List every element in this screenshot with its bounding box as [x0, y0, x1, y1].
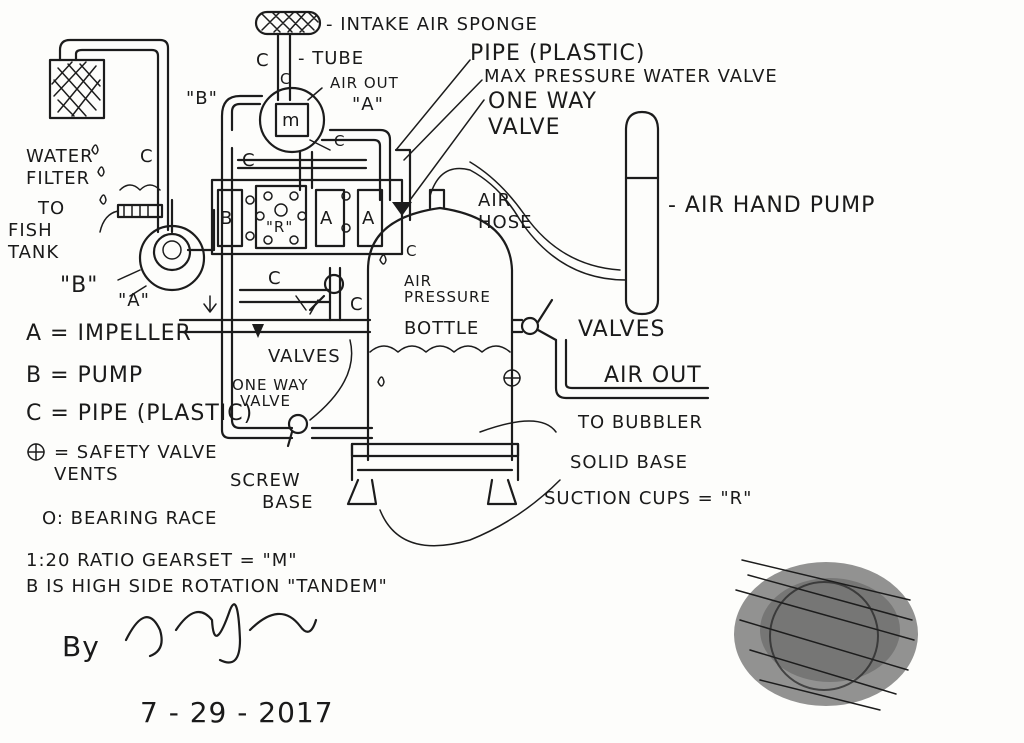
legend-a: A = IMPELLER	[26, 321, 192, 346]
water-filter	[48, 38, 170, 234]
label-solid-base: SOLID BASE	[570, 452, 688, 473]
label-b-top: "B"	[186, 88, 218, 109]
label-to-bubbler: TO BUBBLER	[577, 412, 703, 433]
legend-safety-1: = SAFETY VALVE	[54, 442, 218, 463]
air-pressure-bottle	[346, 188, 521, 506]
label-valves-right: VALVES	[578, 317, 665, 342]
signature-scribble	[124, 603, 318, 664]
legend-safety-2: VENTS	[54, 464, 119, 485]
top-pump-a	[258, 86, 331, 192]
label-c-small: C	[334, 132, 345, 150]
label-air-pressure-2: PRESSURE	[404, 288, 491, 306]
one-way-valve-top	[392, 202, 412, 216]
left-pump-b	[117, 198, 216, 297]
label-m: m	[282, 110, 301, 131]
label-suction-cups: SUCTION CUPS = "R"	[544, 488, 752, 509]
flow-arrows	[203, 295, 561, 547]
label-filter: FILTER	[26, 168, 90, 189]
label-c-air-out: C	[280, 70, 291, 88]
label-max-pressure: MAX PRESSURE WATER VALVE	[484, 66, 778, 87]
label-bottle: BOTTLE	[404, 318, 479, 339]
label-c-tube: C	[256, 50, 270, 71]
air-hand-pump	[429, 110, 660, 316]
label-tank: TANK	[7, 242, 59, 263]
label-b-left: "B"	[60, 273, 98, 298]
label-a-left: "A"	[118, 290, 150, 311]
label-one-way-1: ONE WAY	[488, 89, 597, 114]
label-screw: SCREW	[230, 470, 301, 491]
legend-b: B = PUMP	[26, 363, 143, 388]
legend-bearing: O: BEARING RACE	[42, 508, 217, 529]
label-one-way-valve-2: VALVE	[240, 392, 291, 410]
right-valve	[510, 298, 710, 400]
label-pipe-plastic: PIPE (PLASTIC)	[470, 41, 645, 66]
legend-c: C = PIPE (PLASTIC)	[26, 401, 253, 426]
label-intake-air-sponge: - INTAKE AIR SPONGE	[326, 14, 538, 35]
label-c-bottle: C	[406, 242, 417, 260]
label-valves-mid: VALVES	[268, 346, 341, 367]
stamp-smudge	[734, 559, 918, 711]
label-c-left: C	[140, 146, 154, 167]
label-hose: HOSE	[478, 212, 533, 233]
label-imp-b: B	[220, 208, 233, 229]
pipe-network	[178, 94, 412, 440]
label-c-vertical: C	[350, 294, 364, 315]
note-tandem: B IS HIGH SIDE ROTATION "TANDEM"	[26, 576, 388, 597]
impeller-housing	[210, 178, 404, 256]
label-air-hand-pump: - AIR HAND PUMP	[668, 193, 875, 218]
signature-by: By	[62, 630, 100, 663]
safety-valve-icon	[27, 443, 45, 461]
label-air-out-right: AIR OUT	[604, 363, 702, 388]
label-imp-a2: A	[362, 208, 375, 229]
label-base: BASE	[262, 492, 313, 513]
label-one-way-2: VALVE	[488, 115, 560, 140]
label-one-way-valve-1: ONE WAY	[232, 376, 309, 394]
label-air-pressure-1: AIR	[404, 272, 432, 290]
note-gearset: 1:20 RATIO GEARSET = "M"	[26, 550, 298, 571]
label-tube: - TUBE	[298, 48, 364, 69]
label-air-out-top: AIR OUT	[330, 74, 399, 92]
intake-sponge	[254, 10, 322, 102]
label-c-mid: C	[242, 150, 256, 171]
label-fish: FISH	[8, 220, 53, 241]
fish-tank-outlet	[99, 203, 164, 233]
label-to: TO	[37, 198, 65, 219]
label-air: AIR	[478, 190, 511, 211]
signature-date: 7 - 29 - 2017	[140, 696, 334, 729]
label-c-pipe: C	[268, 268, 282, 289]
label-water: WATER	[26, 146, 94, 167]
pointer-lines-top	[395, 59, 485, 201]
label-imp-a1: A	[320, 208, 333, 229]
label-a-top: "A"	[352, 94, 384, 115]
label-r: "R"	[266, 218, 293, 236]
